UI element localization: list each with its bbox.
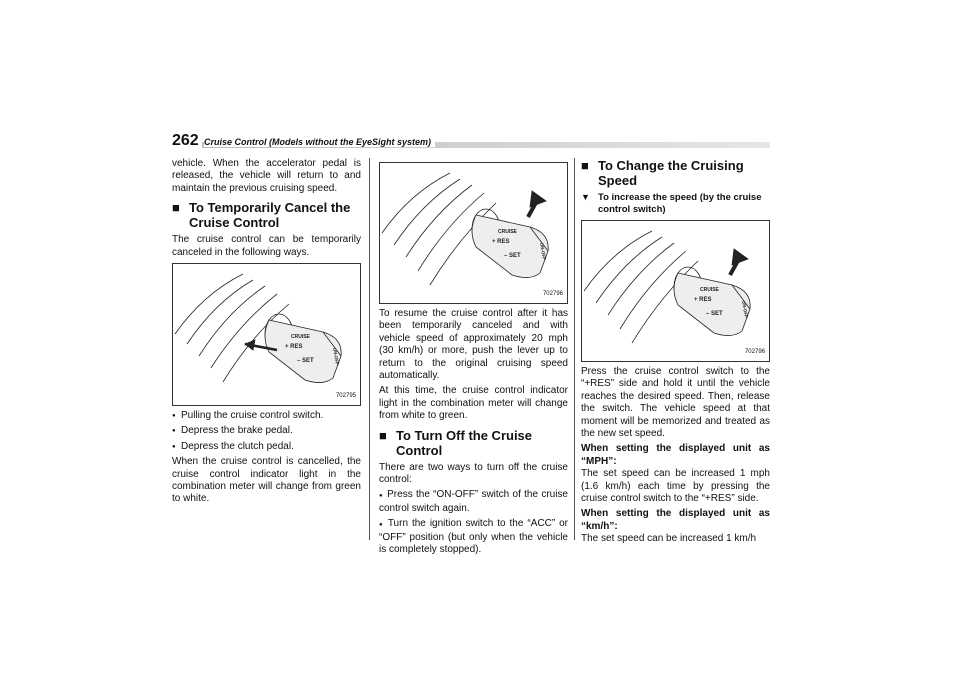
res-switch-label: + RES (492, 239, 510, 245)
heading-text: To Change the Cruising Speed (598, 158, 744, 188)
square-bullet-icon: ■ (172, 200, 180, 216)
page-number: 262 (172, 132, 201, 150)
paragraph: The cruise control can be temporarily ca… (172, 234, 361, 258)
set-switch-label: – SET (504, 253, 521, 259)
paragraph: To resume the cruise control after it ha… (379, 308, 568, 382)
res-switch-label: + RES (285, 344, 303, 350)
paragraph: Press the cruise control switch to the “… (581, 366, 770, 440)
square-bullet-icon: ■ (581, 158, 589, 173)
res-switch-label: + RES (694, 297, 712, 303)
paragraph: At this time, the cruise control indicat… (379, 385, 568, 422)
subheading-increase-speed: ▼ To increase the speed (by the cruise c… (581, 192, 770, 215)
unit-label-kmh: When setting the displayed unit as “km/h… (581, 508, 770, 532)
bullet-icon: ● (379, 522, 384, 529)
paragraph: When the cruise control is cancelled, th… (172, 456, 361, 505)
paragraph: The set speed can be increased 1 km/h (581, 533, 757, 545)
onoff-switch-label: ON-OFF (539, 242, 547, 260)
paragraph: vehicle. When the accelerator pedal is r… (172, 158, 361, 194)
section-heading-change-speed: ■ To Change the Cruising Speed (581, 158, 770, 188)
cruise-switch-label: CRUISE (291, 334, 311, 340)
paragraph: There are two ways to turn off the cruis… (379, 461, 568, 486)
figure-push-lever-up: CRUISE + RES – SET ON-OFF 702796 (379, 162, 568, 304)
column-2: CRUISE + RES – SET ON-OFF 702796 To resu… (379, 162, 568, 560)
column-divider-1 (369, 158, 370, 540)
unit-label-mph: When setting the displayed unit as “MPH”… (581, 443, 770, 467)
list-item-text: Depress the brake pedal. (181, 425, 293, 437)
section-heading-cancel: ■ To Temporarily Cancel the Cruise Contr… (172, 200, 361, 230)
figure-pull-lever: CRUISE + RES – SET ON-OFF 702795 (172, 263, 361, 407)
list-item-text: Depress the clutch pedal. (181, 440, 294, 452)
running-title: Cruise Control (Models without the EyeSi… (204, 137, 436, 147)
header-rule (202, 142, 770, 148)
cruise-switch-label: CRUISE (498, 229, 518, 235)
list-item: ● Depress the clutch pedal. (172, 441, 361, 453)
bullet-icon: ● (379, 493, 384, 500)
list-item: ● Pulling the cruise control switch. (172, 410, 361, 422)
square-bullet-icon: ■ (379, 427, 387, 443)
figure-code: 702796 (744, 348, 765, 355)
bullet-icon: ● (172, 428, 176, 435)
cruise-switch-label: CRUISE (700, 287, 720, 293)
list-item: ●Press the “ON-OFF” switch of the cruise… (379, 489, 568, 515)
list-item-text: Pulling the cruise control switch. (181, 410, 324, 422)
column-1: vehicle. When the accelerator pedal is r… (172, 158, 361, 509)
bullet-icon: ● (172, 413, 176, 420)
onoff-switch-label: ON-OFF (332, 347, 340, 365)
column-3: ■ To Change the Cruising Speed ▼ To incr… (581, 158, 770, 549)
list-item: ● Depress the brake pedal. (172, 425, 361, 437)
figure-code: 702796 (542, 290, 563, 297)
triangle-bullet-icon: ▼ (581, 192, 590, 202)
figure-increase-speed: CRUISE + RES – SET ON-OFF 702796 (581, 220, 770, 362)
list-item-text: Turn the ignition switch to the “ACC” or… (379, 518, 569, 556)
figure-code: 702795 (335, 392, 356, 399)
subheading-text: To increase the speed (by the cruise con… (598, 192, 762, 215)
column-divider-2 (574, 158, 575, 540)
list-item: ●Turn the ignition switch to the “ACC” o… (379, 518, 568, 556)
section-heading-turn-off: ■ To Turn Off the Cruise Control (379, 428, 568, 458)
bullet-icon: ● (172, 443, 176, 450)
onoff-switch-label: ON-OFF (741, 300, 749, 318)
heading-text: To Turn Off the Cruise Control (396, 427, 533, 458)
page-header: 262 Cruise Control (Models without the E… (172, 132, 770, 152)
set-switch-label: – SET (297, 358, 314, 364)
set-switch-label: – SET (706, 311, 723, 317)
list-item-text: Press the “ON-OFF” switch of the cruise … (379, 489, 568, 514)
paragraph: The set speed can be increased 1 mph (1.… (581, 468, 770, 505)
heading-text: To Temporarily Cancel the Cruise Control (189, 200, 351, 231)
